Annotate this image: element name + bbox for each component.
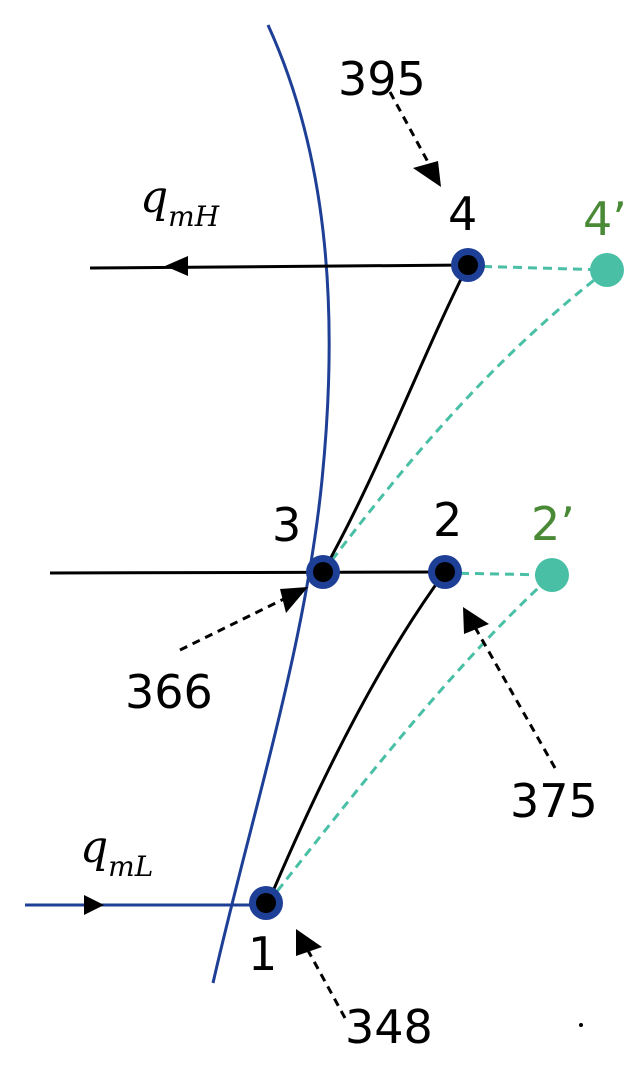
node-label-4: 4 [448, 187, 477, 241]
outflow-line-high [89, 263, 469, 270]
node-2 [428, 555, 462, 589]
flow-label-high: qmH [140, 172, 220, 233]
annotation-arrow-395 [388, 91, 437, 176]
annotation-label-375: 375 [510, 774, 598, 828]
node-label-2: 2 [433, 493, 462, 547]
annotation-label-366: 366 [125, 665, 213, 719]
flow-label-low-sub: mL [108, 850, 153, 883]
node-label-1: 1 [248, 927, 277, 981]
annotation-arrowhead-366 [280, 587, 308, 613]
annotation-arrow-375 [470, 621, 557, 769]
node-1 [249, 886, 283, 920]
annotation-arrow-348 [303, 944, 347, 1019]
node-label-2-prime: 2’ [531, 497, 575, 551]
alt-path-3-4p [321, 268, 608, 573]
annotation-arrowhead-375 [463, 607, 489, 634]
annotation-arrowhead-348 [296, 929, 322, 956]
annotation-label-395: 395 [338, 52, 426, 106]
annotation-arrow-366 [179, 593, 293, 652]
outflow-arrow-high [165, 256, 188, 276]
annotation-label-348: 348 [345, 1000, 433, 1054]
node-3 [306, 555, 340, 589]
boundary-curve [211, 24, 331, 984]
annotation-arrowhead-395 [413, 161, 441, 187]
mid-line [49, 570, 446, 575]
process-3-4 [321, 264, 470, 573]
flow-label-high-sub: mH [168, 200, 220, 233]
node-4-prime [590, 253, 624, 287]
flow-label-low: qmL [80, 822, 153, 883]
node-label-3: 3 [272, 498, 301, 552]
alt-path-4-4p [467, 264, 608, 272]
alt-path-1-2p [266, 573, 554, 904]
inflow-arrow-low [84, 895, 104, 915]
node-label-4-prime: 4’ [583, 192, 627, 246]
flow-label-high-base: q [140, 172, 168, 223]
node-2-prime [535, 558, 569, 592]
flow-label-low-base: q [80, 822, 108, 873]
alt-path-2-2p [444, 571, 553, 577]
process-1-2 [266, 571, 447, 904]
stray-dot [579, 1023, 583, 1027]
node-4 [451, 248, 485, 282]
